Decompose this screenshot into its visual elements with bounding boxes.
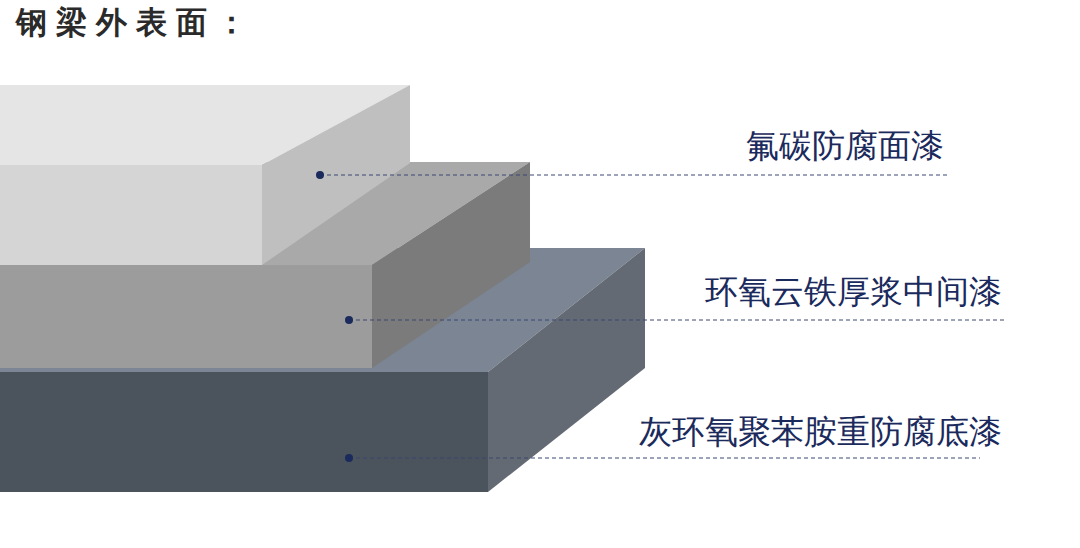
intermediate-side-face bbox=[372, 162, 530, 368]
layer-label: 灰环氧聚苯胺重防腐底漆 bbox=[639, 410, 1002, 455]
layer-label: 环氧云铁厚浆中间漆 bbox=[705, 270, 1002, 315]
primer-side-face bbox=[488, 248, 645, 492]
diagram-title: 钢梁外表面： bbox=[16, 2, 256, 44]
leader-line bbox=[349, 458, 980, 459]
intermediate-front-face bbox=[0, 265, 372, 368]
leader-line bbox=[349, 320, 1005, 321]
leader-dot bbox=[345, 454, 353, 462]
topcoat-front-face bbox=[0, 165, 262, 265]
primer-front-face bbox=[0, 372, 488, 492]
leader-dot bbox=[345, 316, 353, 324]
leader-dot bbox=[316, 171, 324, 179]
leader-line bbox=[320, 175, 950, 176]
layer-label: 氟碳防腐面漆 bbox=[746, 124, 944, 169]
